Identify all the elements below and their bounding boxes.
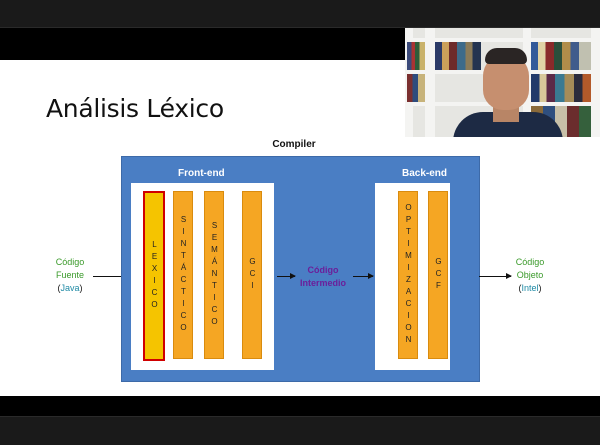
meeting-top-bar: [0, 0, 600, 28]
source-code-label: Código Fuente (Java): [55, 257, 85, 293]
slide-title: Análisis Léxico: [46, 94, 224, 123]
arrow-intermediate-to-backend: [353, 272, 374, 279]
arrow-backend-to-target: [479, 272, 512, 279]
arrow-frontend-to-intermediate: [277, 272, 296, 279]
back-end-panel: OPTIMIZACION GCF: [375, 183, 450, 370]
source-language: Java: [60, 283, 80, 293]
phase-gci: GCI: [242, 191, 262, 359]
letterbox-bottom: [0, 396, 600, 416]
phase-lexico: LEXICO: [143, 191, 165, 361]
back-end-label: Back-end: [402, 168, 448, 179]
intermediate-code-label: Código Intermedio: [299, 265, 346, 288]
target-language: Intel: [521, 283, 539, 293]
meeting-bottom-bar: [0, 416, 600, 445]
front-end-panel: LEXICO SINTÁCTICO SEMÁNTICO GCI: [131, 183, 274, 370]
presenter-webcam: [405, 28, 600, 137]
phase-gcf: GCF: [428, 191, 448, 359]
phase-sintactico: SINTÁCTICO: [173, 191, 193, 359]
front-end-label: Front-end: [178, 168, 225, 179]
phase-optimizacion: OPTIMIZACION: [398, 191, 418, 359]
compiler-box: Front-end Back-end LEXICO SINTÁCTICO SEM…: [121, 156, 480, 382]
compiler-label: Compiler: [272, 139, 316, 150]
phase-semantico: SEMÁNTICO: [204, 191, 224, 359]
target-code-label: Código Objeto (Intel): [515, 257, 545, 293]
